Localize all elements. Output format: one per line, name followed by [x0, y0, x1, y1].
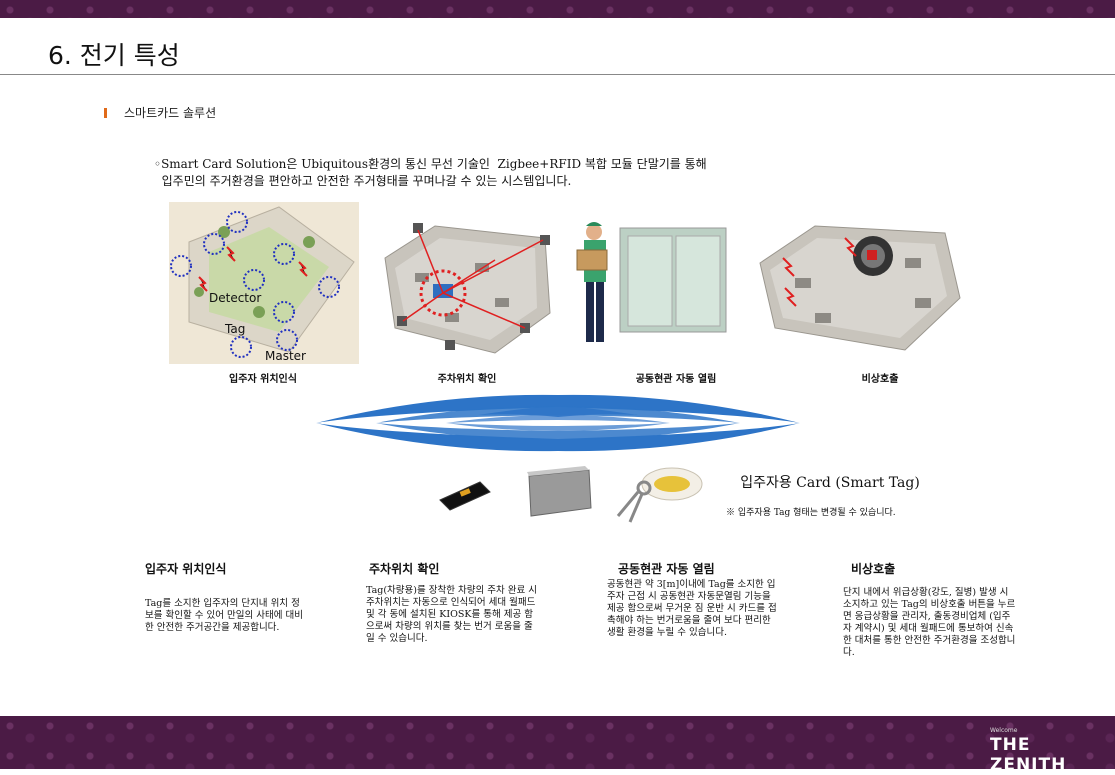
master-label: Master	[265, 349, 306, 363]
keyring-tag-image	[616, 467, 703, 523]
top-decorative-band	[0, 0, 1115, 18]
section-bullet-icon	[104, 108, 107, 118]
column-body-parking-location: Tag(차량용)를 장착한 차량의 주차 완료 시 주차위치는 자동으로 인식되…	[366, 585, 537, 644]
wireless-wave-graphic	[316, 394, 800, 452]
page-title: 6. 전기 특성	[48, 41, 180, 70]
emergency-call-image	[759, 225, 961, 351]
column-title-entrance-auto-open: 공동현관 자동 열림	[618, 562, 715, 576]
resident-location-map: Detector Tag Master	[169, 202, 359, 364]
intro-line-1: ◦Smart Card Solution은 Ubiquitous환경의 통신 무…	[154, 157, 707, 171]
column-title-parking-location: 주차위치 확인	[369, 562, 440, 576]
the-zenith-logo: Welcome THE ZENITH	[990, 727, 1100, 775]
column-title-emergency-call: 비상호출	[851, 562, 896, 576]
column-title-resident-location: 입주자 위치인식	[145, 562, 227, 576]
logo-wordmark: THE ZENITH	[990, 735, 1067, 775]
vehicle-tag-device-image	[527, 466, 592, 517]
bottom-decorative-band	[0, 716, 1115, 769]
column-body-resident-location: Tag를 소지한 입주자의 단지내 위치 정보를 확인할 수 있어 만일의 사태…	[145, 598, 303, 633]
card-note: ※ 입주자용 Tag 형태는 변경될 수 있습니다.	[726, 508, 896, 518]
column-body-emergency-call: 단지 내에서 위급상황(강도, 질병) 발생 시 소지하고 있는 Tag의 비상…	[843, 587, 1016, 658]
caption-parking-location: 주차위치 확인	[437, 374, 497, 385]
entrance-door-image	[576, 222, 727, 342]
title-divider	[0, 74, 1115, 75]
intro-line-2: 입주민의 주거환경을 편안하고 안전한 주거형태를 꾸며나갈 수 있는 시스템입…	[154, 174, 572, 188]
caption-resident-location: 입주자 위치인식	[229, 374, 297, 385]
column-body-entrance-auto-open: 공동현관 약 3[m]이내에 Tag를 소지한 입주자 근접 시 공동현관 자동…	[607, 579, 777, 638]
caption-entrance-auto-open: 공동현관 자동 열림	[635, 374, 717, 385]
usb-tag-device-image	[439, 481, 491, 511]
section-title: 스마트카드 솔루션	[124, 106, 217, 120]
intro-text: ◦Smart Card Solution은 Ubiquitous환경의 통신 무…	[154, 156, 707, 190]
tag-label: Tag	[224, 322, 245, 336]
detector-label: Detector	[209, 291, 261, 305]
logo-welcome-text: Welcome	[990, 727, 1018, 734]
caption-emergency-call: 비상호출	[861, 374, 899, 385]
parking-floor-image	[384, 223, 551, 354]
card-title: 입주자용 Card (Smart Tag)	[740, 475, 920, 491]
